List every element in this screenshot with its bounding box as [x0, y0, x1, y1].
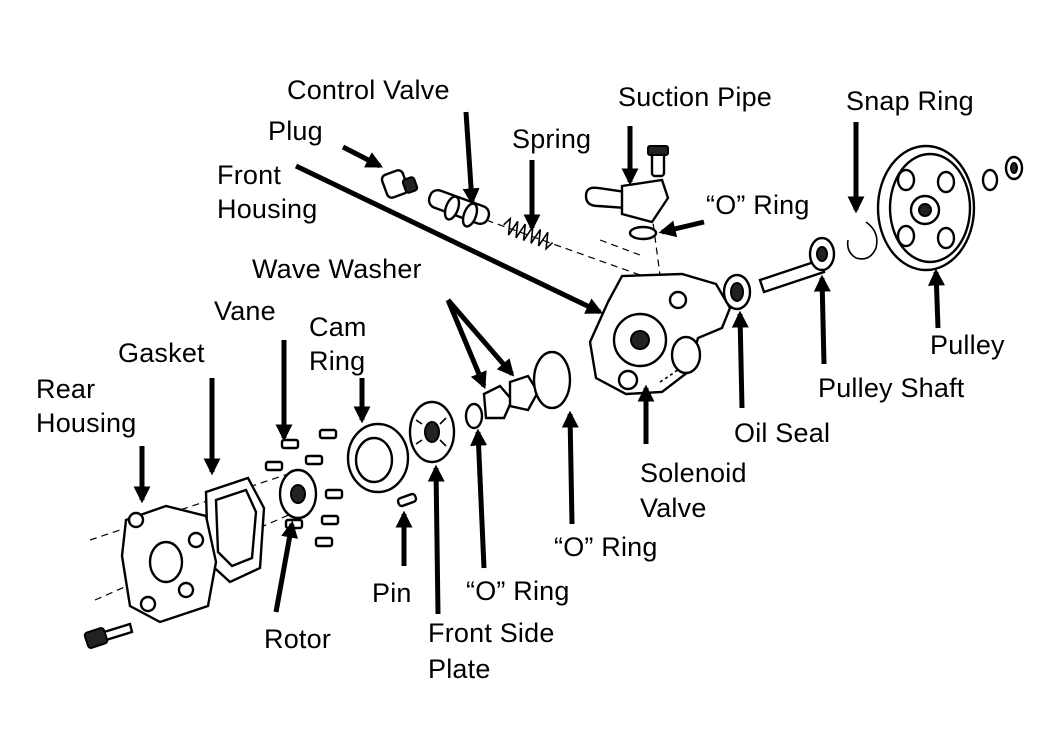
pulley-shaft-part [758, 236, 836, 294]
rear-housing-part [120, 504, 218, 624]
label-wave-washer: Wave Washer [252, 254, 422, 284]
label-cam-ring-line1: Cam [309, 312, 367, 342]
label-o-ring-top: “O” Ring [706, 190, 810, 220]
leader-arrows [133, 111, 945, 615]
oil-seal-part [722, 273, 752, 311]
label-pulley-shaft: Pulley Shaft [818, 373, 965, 403]
label-oil-seal: Oil Seal [734, 418, 830, 448]
label-o-ring-mid: “O” Ring [554, 532, 658, 562]
o-ring-small-part [628, 225, 658, 241]
wave-washer-parts [482, 374, 540, 420]
label-cam-ring-line2: Ring [309, 346, 365, 376]
label-control-valve: Control Valve [287, 75, 450, 105]
label-vane: Vane [214, 296, 276, 326]
pin-part [396, 492, 418, 508]
label-solenoid-valve-line1: Solenoid [640, 458, 747, 488]
label-rotor: Rotor [264, 624, 331, 654]
label-suction-pipe: Suction Pipe [618, 82, 772, 112]
label-plug: Plug [268, 116, 323, 146]
suction-pipe-part [584, 145, 670, 224]
part-labels: Control Valve Plug Front Housing Spring … [36, 75, 1005, 684]
o-ring-mid-part [464, 402, 484, 430]
label-spring: Spring [512, 124, 591, 154]
o-ring-large-part [532, 350, 572, 410]
label-front-housing-line2: Housing [217, 194, 317, 224]
front-side-plate-part [408, 400, 456, 464]
label-rear-housing-line2: Housing [36, 408, 136, 438]
front-housing-part [588, 272, 732, 396]
rear-bolt-part [83, 622, 134, 649]
label-front-side-plate-line2: Plate [428, 654, 491, 684]
label-snap-ring: Snap Ring [846, 86, 974, 116]
label-rear-housing-line1: Rear [36, 374, 95, 404]
label-gasket: Gasket [118, 338, 205, 368]
label-solenoid-valve-line2: Valve [640, 493, 707, 523]
plug-part [380, 169, 419, 199]
label-o-ring-low: “O” Ring [466, 576, 570, 606]
label-pin: Pin [372, 578, 412, 608]
pulley-part [876, 144, 1024, 272]
label-pulley: Pulley [930, 330, 1005, 360]
cam-ring-part [346, 422, 410, 494]
gasket-part [204, 476, 266, 584]
rotor-part [278, 468, 318, 520]
spring-part [503, 216, 554, 251]
snap-ring-part [846, 221, 878, 260]
control-valve-part [427, 188, 491, 228]
label-front-side-plate-line1: Front Side [428, 618, 555, 648]
label-front-housing-line1: Front [217, 160, 281, 190]
